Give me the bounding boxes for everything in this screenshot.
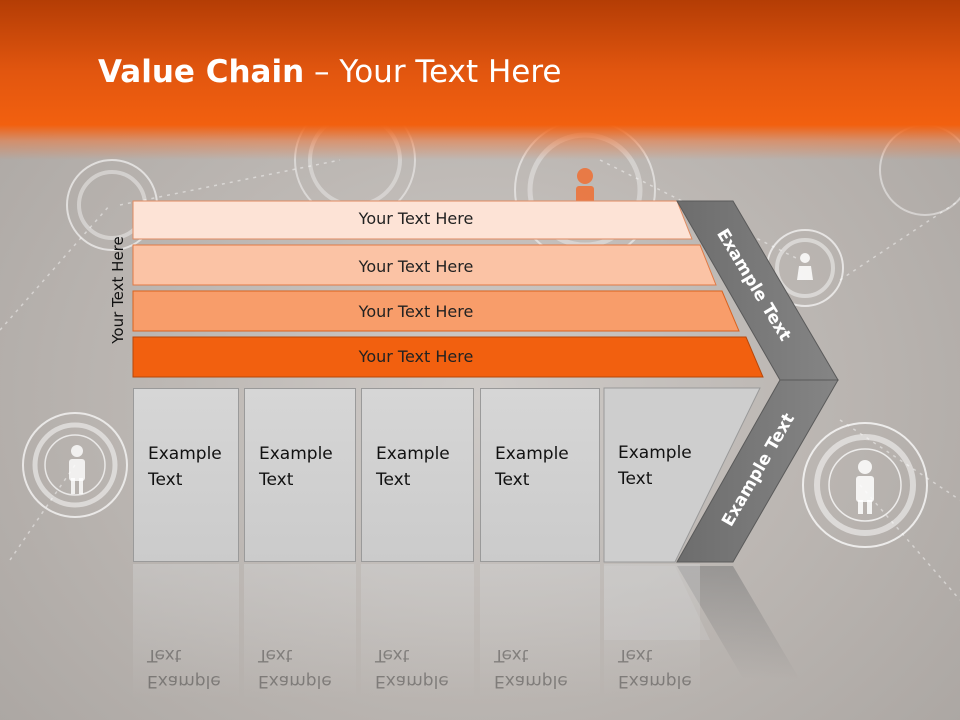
- band-4: [132, 336, 764, 378]
- band-3-label: Your Text Here: [358, 302, 474, 321]
- slide-title: Value Chain – Your Text Here: [98, 54, 561, 90]
- band-3: [132, 290, 740, 332]
- box-5-reflection: [604, 566, 710, 640]
- band-2: [132, 244, 717, 286]
- side-label: Your Text Here: [109, 236, 127, 344]
- header-bar: [0, 0, 960, 160]
- band-1-label: Your Text Here: [358, 209, 474, 228]
- title-rest: – Your Text Here: [304, 54, 562, 90]
- chevron-reflection: [677, 566, 800, 680]
- person-icon-right: [802, 422, 928, 548]
- chevron-lower: [676, 379, 839, 563]
- band-4-label: Your Text Here: [358, 347, 474, 366]
- box-5-shape: [603, 387, 761, 563]
- band-1: [132, 200, 693, 240]
- person-icon-left: [22, 412, 128, 518]
- title-bold: Value Chain: [98, 54, 305, 90]
- band-2-label: Your Text Here: [358, 257, 474, 276]
